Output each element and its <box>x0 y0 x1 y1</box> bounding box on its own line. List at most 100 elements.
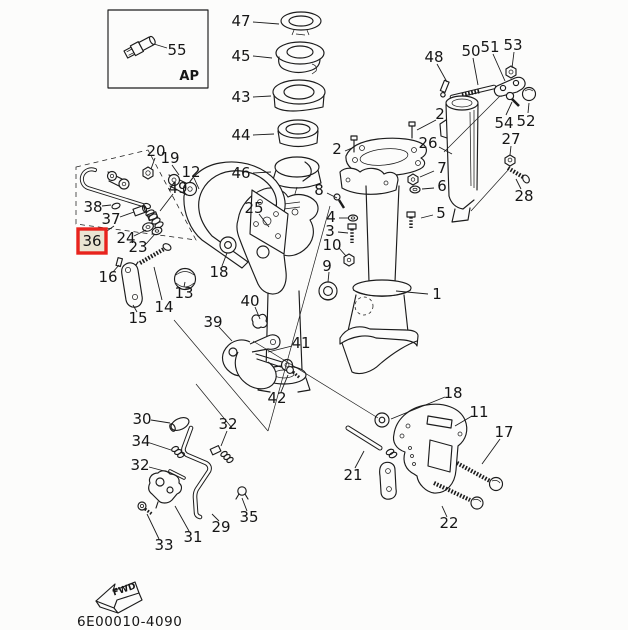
callout-20[interactable]: 20 <box>146 142 165 160</box>
callout-18-left[interactable]: 18 <box>209 263 228 281</box>
callout-11[interactable]: 11 <box>469 403 488 421</box>
callout-51[interactable]: 51 <box>480 38 499 56</box>
callout-34[interactable]: 34 <box>131 432 150 450</box>
leader-line-7 <box>419 170 435 178</box>
callout-15[interactable]: 15 <box>128 309 147 327</box>
leader-line-20 <box>150 157 156 170</box>
leader-line-16 <box>112 264 120 273</box>
callout-2-right[interactable]: 2 <box>435 105 445 123</box>
leader-line-2-left <box>344 147 353 152</box>
tilt-hardware-drawing <box>106 166 198 308</box>
leader-line-2-right <box>416 119 437 131</box>
leader-line-29 <box>211 513 220 522</box>
callout-23[interactable]: 23 <box>128 238 147 256</box>
callout-13[interactable]: 13 <box>174 284 193 302</box>
highlight-box-part-36[interactable] <box>76 227 108 255</box>
callout-30[interactable]: 30 <box>132 410 151 428</box>
callout-35[interactable]: 35 <box>239 508 258 526</box>
callout-25[interactable]: 25 <box>244 199 263 217</box>
bushing-stack-drawing <box>271 11 326 212</box>
callout-43[interactable]: 43 <box>231 88 250 106</box>
callout-4[interactable]: 4 <box>326 208 336 226</box>
leader-line-38 <box>101 204 112 207</box>
callout-1[interactable]: 1 <box>432 285 442 303</box>
leader-line-43 <box>252 95 272 98</box>
leader-line-33 <box>146 513 160 540</box>
leader-line-54 <box>505 101 513 116</box>
callout-10[interactable]: 10 <box>322 236 341 254</box>
callout-8[interactable]: 8 <box>314 181 324 199</box>
leader-line-44 <box>252 133 275 136</box>
callout-26[interactable]: 26 <box>418 134 437 152</box>
callout-33[interactable]: 33 <box>154 536 173 554</box>
callout-31[interactable]: 31 <box>183 528 202 546</box>
leader-line-23 <box>145 233 156 245</box>
leader-line-32-lower <box>148 466 169 473</box>
leader-line-47 <box>252 21 280 25</box>
callout-5[interactable]: 5 <box>436 204 446 222</box>
leader-line-41 <box>267 345 293 353</box>
leader-line-11 <box>454 415 473 427</box>
spring-34-drawing <box>171 445 185 459</box>
callout-22[interactable]: 22 <box>439 514 458 532</box>
leader-line-24 <box>133 229 147 237</box>
leader-line-35 <box>241 497 248 512</box>
callout-49[interactable]: 49 <box>168 179 187 197</box>
callout-6[interactable]: 6 <box>437 177 447 195</box>
leader-line-12 <box>193 177 200 190</box>
leader-line-28 <box>515 178 522 190</box>
leader-line-18-right <box>390 396 446 420</box>
callout-38[interactable]: 38 <box>83 198 102 216</box>
leader-line-5 <box>420 214 434 219</box>
callout-54[interactable]: 54 <box>494 114 513 132</box>
callout-24[interactable]: 24 <box>116 229 135 247</box>
callout-17[interactable]: 17 <box>494 423 513 441</box>
leader-line-22 <box>441 505 448 518</box>
ap-inset-label: AP <box>179 69 199 84</box>
callout-52[interactable]: 52 <box>516 112 535 130</box>
callout-42[interactable]: 42 <box>267 389 286 407</box>
callout-14[interactable]: 14 <box>154 298 173 316</box>
callout-19[interactable]: 19 <box>160 149 179 167</box>
callout-41[interactable]: 41 <box>291 334 310 352</box>
callout-29[interactable]: 29 <box>211 518 230 536</box>
callout-3[interactable]: 3 <box>325 222 335 240</box>
callout-55[interactable]: 55 <box>167 41 186 59</box>
callout-7[interactable]: 7 <box>437 159 447 177</box>
callout-27[interactable]: 27 <box>501 130 520 148</box>
leader-line-34 <box>149 442 172 451</box>
callout-36[interactable]: 36 <box>82 232 101 250</box>
callout-44[interactable]: 44 <box>231 126 250 144</box>
callout-40[interactable]: 40 <box>240 292 259 310</box>
drive-shaft-housing-drawing <box>339 185 419 375</box>
callout-28[interactable]: 28 <box>514 187 533 205</box>
callout-47[interactable]: 47 <box>231 12 250 30</box>
callout-2-left[interactable]: 2 <box>332 140 342 158</box>
diagram-part-code: 6E00010-4090 <box>77 614 182 630</box>
callout-16[interactable]: 16 <box>98 268 117 286</box>
callout-12[interactable]: 12 <box>181 163 200 181</box>
leader-line-49 <box>159 193 174 212</box>
mount-plate-drawing <box>333 121 427 209</box>
shift-linkage-drawing <box>137 417 249 520</box>
callout-48[interactable]: 48 <box>424 48 443 66</box>
callout-32-upper[interactable]: 32 <box>218 415 237 433</box>
steering-link-drawing <box>439 65 537 107</box>
steering-bracket-drawing <box>183 161 289 269</box>
callout-39[interactable]: 39 <box>203 313 222 331</box>
callout-45[interactable]: 45 <box>231 47 250 65</box>
fwd-arrow: FWD <box>95 581 143 614</box>
callout-21[interactable]: 21 <box>343 466 362 484</box>
nut-27-bolt-28-drawing <box>504 154 530 184</box>
leader-line-21 <box>354 450 365 469</box>
callout-46[interactable]: 46 <box>231 164 250 182</box>
callout-18-right[interactable]: 18 <box>443 384 462 402</box>
callout-53[interactable]: 53 <box>503 36 522 54</box>
callout-50[interactable]: 50 <box>461 42 480 60</box>
callout-37[interactable]: 37 <box>101 210 120 228</box>
callout-9[interactable]: 9 <box>322 257 332 275</box>
leader-line-8 <box>326 192 338 199</box>
callout-32-lower[interactable]: 32 <box>130 456 149 474</box>
